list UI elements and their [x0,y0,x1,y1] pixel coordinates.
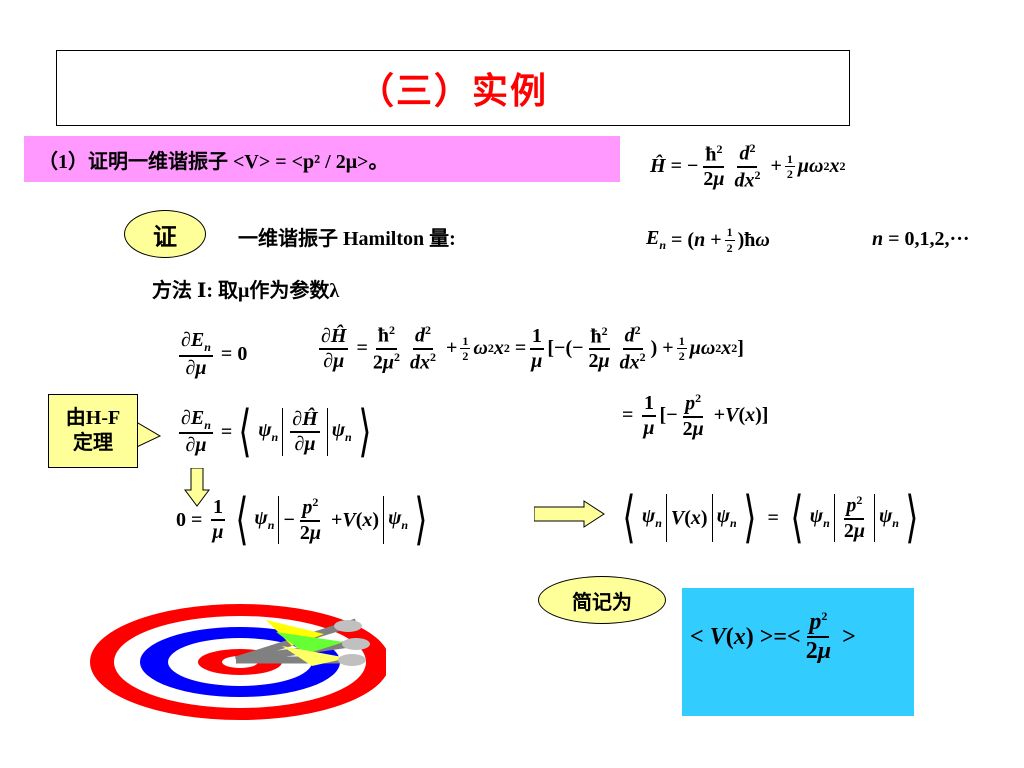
hf-theorem-label: 由H-F 定理 [48,394,138,468]
short-notation-badge: 简记为 [538,576,666,624]
page-title: （三）实例 [357,71,548,112]
hf-label-line2: 定理 [73,432,113,454]
problem-statement: （1）证明一维谐振子 <V> = <p² / 2μ>。 [24,136,620,182]
title-box: （三）实例 [56,50,850,126]
n-values: n = 0,1,2,··· [872,228,970,250]
method-text: 方法 Ⅰ: 取μ作为参数λ [152,280,340,302]
dE-dmu-zero-equation: ∂En∂μ = 0 [179,329,248,379]
right-arrow-icon [534,500,605,528]
hamilton-text: 一维谐振子 Hamilton 量: [238,228,456,250]
dartboard-icon [90,604,386,720]
proof-badge: 证 [124,210,206,258]
hf-label-line1: 由H-F [65,407,121,429]
darts-icon [234,618,370,666]
down-arrow-icon [184,468,210,507]
hf-theorem-equation: ∂En∂μ = ⟨ψn ∂Ĥ∂μ ψn⟩ [179,401,372,463]
